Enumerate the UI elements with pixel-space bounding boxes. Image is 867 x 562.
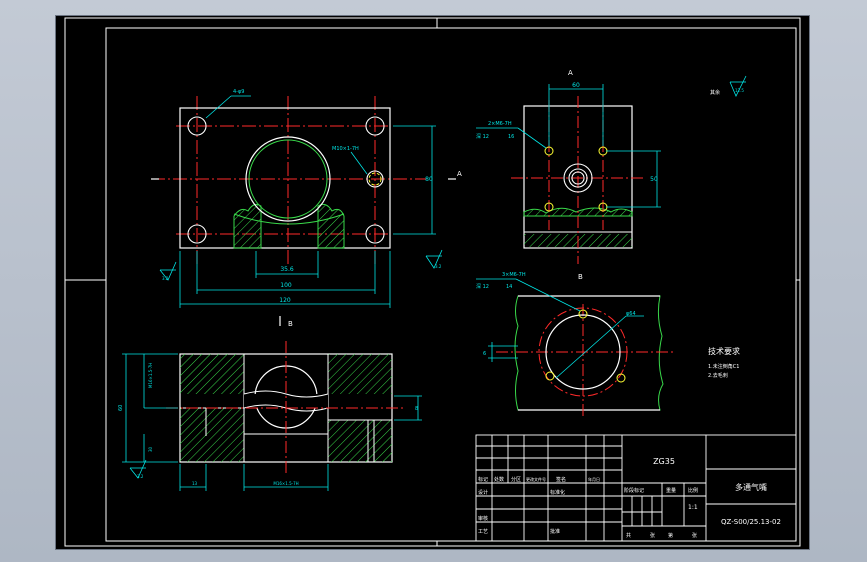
tech-req-item-2: 2.去毛刺 [708,372,728,379]
b-note-depth2: 14 [506,284,512,290]
section-roughness [129,459,147,479]
title-block[interactable]: 标记 处数 分区 更改文件号 签名 年月日 设计 标准化 审核 工艺 批准 ZG… [475,434,797,542]
section-dim-left-upper: M16×1.5-7H [148,363,153,388]
side-note-depth: 深 12 [476,133,489,140]
front-roughness-right [425,249,443,269]
front-section-hatch [233,203,262,249]
sheet-frame [64,17,801,547]
b-body-outline [514,295,664,411]
section-roughness-value: 3.2 [137,474,144,479]
tb-mark: 标记 [478,476,488,483]
section-dim-right: 8 [415,406,418,412]
section-dimension-lines [122,353,422,491]
b-note-thread: 3×M6-7H [502,272,526,278]
front-section-hatch-right [317,203,345,249]
front-note-thread: M10×1-7H [332,146,359,152]
tb-signature: 签名 [556,476,566,483]
tech-req-item-1: 1.未注倒角C1 [708,363,739,370]
engineering-drawing[interactable]: 35.6 100 120 80 4-φ9 M10×1-7H A 3.2 3.2 … [56,16,809,549]
side-dim-right: 50 [650,176,658,183]
front-break-line [233,213,345,225]
front-view[interactable]: 35.6 100 120 80 4-φ9 M10×1-7H A 3.2 3.2 [151,89,462,308]
front-dim-outer: 120 [279,297,291,304]
front-roughness-left-value: 3.2 [162,276,169,281]
tb-scale-label: 比例 [688,487,698,494]
section-view-b[interactable]: B [118,316,422,491]
side-view-label: A [568,69,573,77]
b-view[interactable]: B φ64 [476,272,676,418]
section-dim-left-lower: 30 [148,446,153,452]
tb-date: 年月日 [588,476,600,482]
section-hatch-bottom-left [180,408,244,462]
front-dim-right: 80 [425,176,433,183]
b-bolt-circle [538,307,628,397]
front-roughness-left [159,261,177,281]
section-hatch-bottom-right [328,420,368,462]
side-dimension-lines [476,84,661,208]
tb-approve: 批准 [550,528,560,535]
side-view-a[interactable]: A [476,69,661,264]
section-dim-left-total: 60 [118,405,124,411]
b-central-bore [545,314,621,390]
corner-roughness-label: 其余 [710,89,720,96]
b-thread-holes [545,309,626,383]
side-dim-top: 60 [572,82,580,89]
side-note-depth2: 16 [508,134,514,140]
front-roughness-right-value: 3.2 [435,264,442,269]
section-dim-bottom-left: 13 [192,481,198,486]
side-note-thread: 2×M6-7H [488,121,512,127]
front-dim-inner: 35.6 [280,266,294,273]
front-body-outline [179,107,391,249]
front-bore-inner [248,139,328,219]
tech-requirements: 技术要求 1.未注倒角C1 2.去毛刺 [708,346,740,379]
front-thread-hole [366,170,384,188]
front-thread-inner [368,172,382,186]
section-hatch-bottom-right2 [368,420,392,462]
front-note-hole: 4-φ9 [233,89,244,95]
tb-process: 工艺 [478,529,488,535]
b-view-label: B [578,273,583,281]
b-note-circle: φ64 [626,311,636,317]
tb-design: 设计 [478,489,488,496]
tb-review: 审核 [478,515,488,522]
tb-material: ZG35 [653,457,675,466]
front-view-centerlines [151,96,426,266]
section-label: B [288,320,293,328]
tb-scale: 1:1 [688,504,698,511]
tb-sheet-label2: 张 [692,532,697,539]
front-central-bore [245,136,331,222]
front-mounting-holes [187,116,385,244]
tb-part-name: 多通气嘴 [735,482,767,492]
tb-change-doc: 更改文件号 [526,476,546,482]
tech-req-title: 技术要求 [708,346,740,356]
front-section-label: A [457,170,462,178]
tb-sheet-total: 共 [626,532,631,539]
section-hatch-top-left [180,354,244,394]
front-dim-mid: 100 [280,282,292,289]
tb-zone: 分区 [511,476,521,483]
tb-weight: 重量 [666,487,676,494]
corner-roughness: 其余 12.5 [710,75,747,97]
tb-drawing-no: QZ-S00/25.13-02 [721,518,781,526]
tb-standard: 标准化 [550,489,565,496]
tb-sheet-label: 张 [650,532,655,539]
section-dim-bottom-mid: M16×1.5-7H [273,481,298,486]
b-dim-left: 6 [483,351,486,357]
section-hatch-top-right [328,354,392,394]
tb-count: 处数 [494,476,504,483]
drawing-viewport[interactable]: 35.6 100 120 80 4-φ9 M10×1-7H A 3.2 3.2 … [56,16,809,549]
b-note-depth: 深 12 [476,283,489,290]
tb-sheet-no: 第 [668,532,673,539]
tb-stage: 阶段标记 [624,487,644,494]
side-center-hole [563,163,593,193]
front-dimension-lines [179,95,436,308]
b-dimension-lines [476,278,644,379]
section-centerlines [166,341,406,476]
side-thread-holes [544,146,608,212]
corner-roughness-value: 12.5 [735,88,744,93]
b-centerlines [496,304,676,418]
